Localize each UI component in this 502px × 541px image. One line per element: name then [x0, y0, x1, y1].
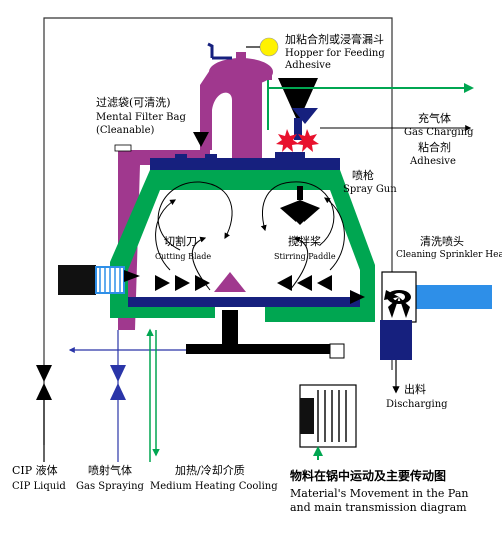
- pan-lid: [150, 158, 340, 170]
- filter-label-en-2: (Cleanable): [96, 125, 155, 136]
- caption-en-1: Material's Movement in the Pan: [290, 487, 469, 500]
- cutting-blade-icon: [214, 272, 246, 292]
- pan-bottom-right: [265, 305, 360, 322]
- medium-label-en: Medium Heating Cooling: [150, 481, 278, 492]
- spray-label-zh: 喷枪: [352, 169, 374, 182]
- filter-dome: [209, 58, 273, 86]
- cip-label-en: CIP Liquid: [12, 481, 66, 492]
- yellow-knob-icon: [259, 37, 279, 57]
- paddle-base: [128, 297, 360, 307]
- frame-line: [43, 17, 393, 445]
- main-shaft: [222, 310, 238, 348]
- cip-valve: [36, 365, 52, 400]
- discharging-label-en: Discharging: [386, 399, 448, 410]
- adhesive-label-en: Adhesive: [410, 156, 456, 167]
- hopper-label-en-2: Adhesive: [285, 60, 331, 71]
- gas-label-en: Gas Charging: [404, 127, 474, 138]
- spray-label-en: Spray Gun: [343, 184, 397, 195]
- filter-bag-column: [200, 70, 272, 160]
- cutting-label-en: Cutting Blade: [155, 252, 212, 261]
- cleaning-label-en: Cleaning Sprinkler Head: [396, 250, 502, 260]
- filter-down-arrow-icon: [193, 132, 209, 147]
- paddle-label-en: Stirring Paddle: [274, 252, 336, 261]
- hopper-label-en-1: Hopper for Feeding: [285, 48, 385, 59]
- hopper-label-zh: 加粘合剂或浸膏漏斗: [285, 33, 384, 46]
- gasspray-label-en: Gas Spraying: [76, 481, 144, 492]
- material-flow-arrows: [155, 181, 345, 291]
- caption-en-2: and main transmission diagram: [290, 501, 467, 514]
- adhesive-label-zh: 粘合剂: [418, 141, 451, 154]
- gasspray-label-zh: 喷射气体: [88, 464, 132, 477]
- cutting-label-zh: 切割刀: [164, 235, 197, 248]
- cip-label-zh: CIP 液体: [12, 464, 58, 477]
- paddle-label-zh: 搅拌桨: [288, 235, 321, 248]
- discharging-label-zh: 出料: [404, 383, 426, 396]
- gas-spray-valve: [110, 365, 126, 400]
- adhesive-down-arrow-icon: [292, 108, 318, 124]
- cutting-motor: [58, 265, 96, 295]
- cleaning-label-zh: 清洗喷头: [420, 235, 464, 248]
- filter-label-zh: 过滤袋(可清洗): [96, 96, 171, 109]
- filter-label-en-1: Mental Filter Bag: [96, 112, 186, 123]
- medium-label-zh: 加热/冷却介质: [175, 464, 245, 477]
- gas-valve-icon: [276, 129, 319, 152]
- caption-zh: 物料在锅中运动及主要传动图: [290, 469, 447, 483]
- spray-gun-icon: [280, 186, 320, 225]
- gas-label-zh: 充气体: [418, 112, 451, 125]
- cleaning-sprinkler-icon: [384, 290, 411, 318]
- discharge-chute: [380, 320, 412, 360]
- hopper-handle-icon: [207, 42, 232, 60]
- stirring-paddle-arrows: [155, 275, 332, 291]
